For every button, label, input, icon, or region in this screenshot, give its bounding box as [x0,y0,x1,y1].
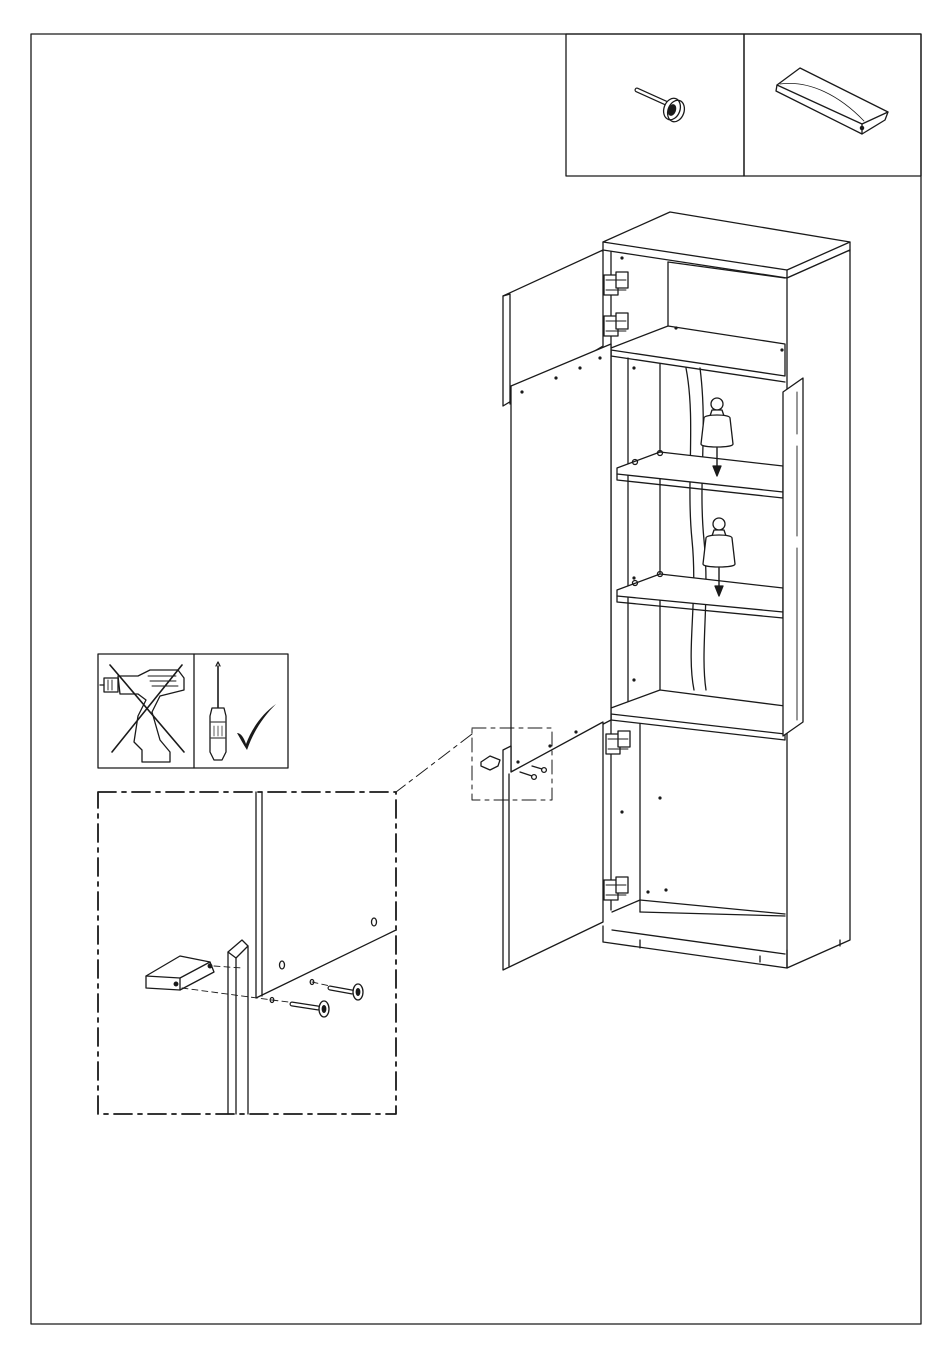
detail-view [98,792,396,1114]
detail-frame [98,792,396,1114]
side-glass-panel [783,378,803,736]
glass-door [511,344,611,772]
